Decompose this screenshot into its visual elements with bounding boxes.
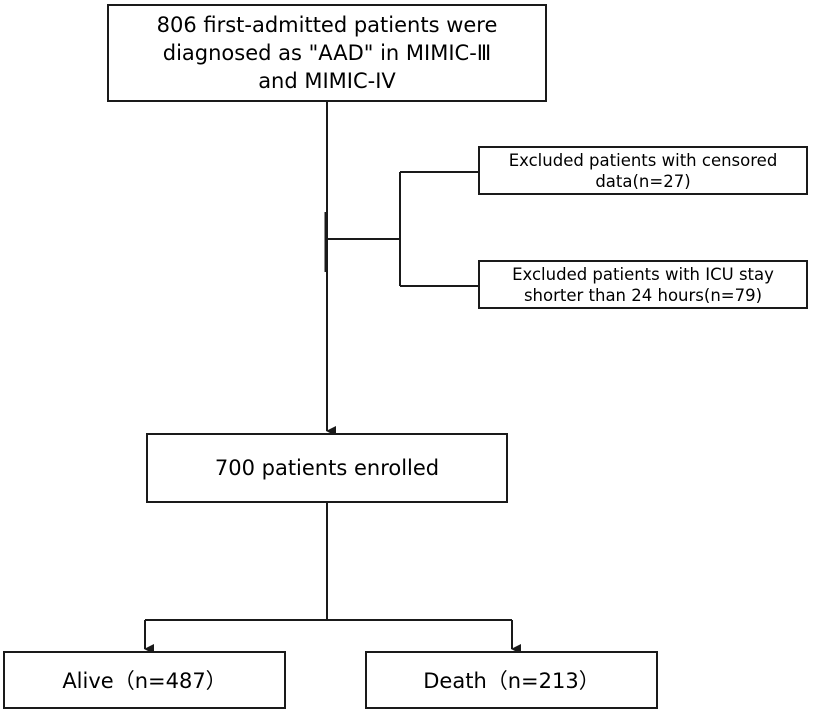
enrolled-box: 700 patients enrolled [146,433,508,503]
source-population-box: 806 first-admitted patients were diagnos… [107,4,547,102]
excluded-icu-stay-box: Excluded patients with ICU stay shorter … [478,260,808,309]
enrolled-text: 700 patients enrolled [214,456,440,480]
death-outcome-box: Death（n=213） [365,651,658,709]
excluded-censored-text: Excluded patients with censored data(n=2… [508,150,778,191]
alive-outcome-text: Alive（n=487） [62,669,227,693]
death-outcome-text: Death（n=213） [423,669,600,693]
excluded-censored-box: Excluded patients with censored data(n=2… [478,146,808,195]
source-population-text: 806 first-admitted patients were diagnos… [156,13,498,93]
excluded-icu-stay-text: Excluded patients with ICU stay shorter … [512,264,774,305]
alive-outcome-box: Alive（n=487） [3,651,286,709]
